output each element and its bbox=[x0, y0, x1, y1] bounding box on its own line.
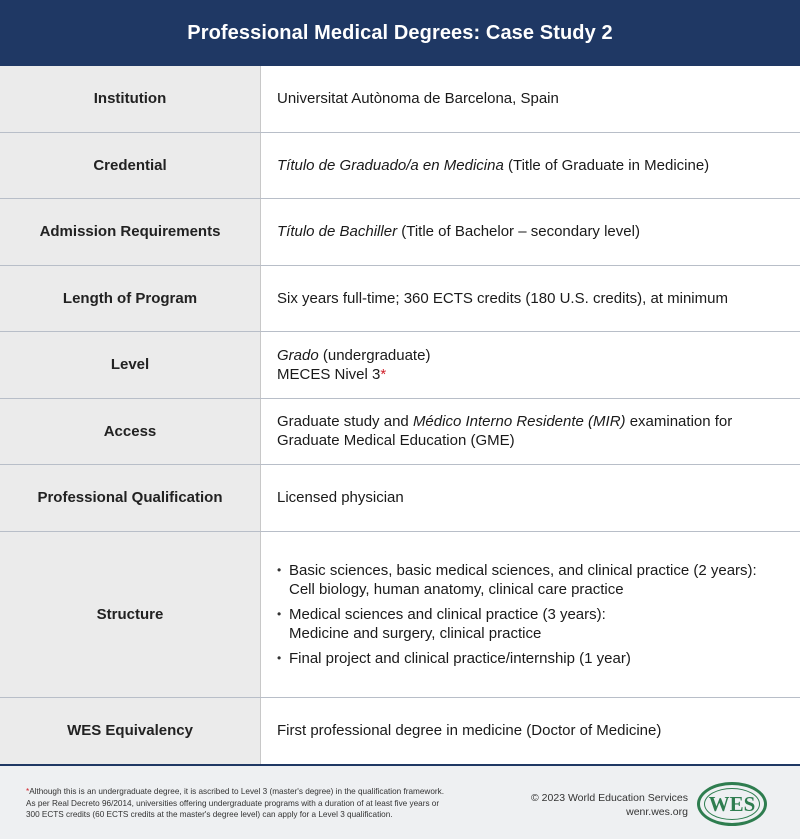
level-italic: Grado bbox=[277, 346, 319, 364]
table-row-admission: Admission Requirements Título de Bachill… bbox=[0, 199, 800, 266]
qualification-value: Licensed physician bbox=[277, 489, 404, 507]
access-italic: Médico Interno Residente (MIR) bbox=[412, 413, 626, 431]
row-value: Título de Graduado/a en Medicina (Title … bbox=[261, 133, 800, 199]
admission-italic: Título de Bachiller bbox=[277, 223, 398, 241]
row-label: Structure bbox=[0, 531, 261, 697]
equivalency-value: First professional degree in medicine (D… bbox=[277, 722, 662, 739]
row-label: Institution bbox=[0, 66, 261, 132]
length-value: Six years full-time; 360 ECTS credits (1… bbox=[277, 289, 728, 307]
institution-value: Universitat Autònoma de Barcelona, Spain bbox=[277, 90, 559, 108]
structure-list: Basic sciences, basic medical sciences, … bbox=[277, 555, 786, 674]
row-value: Título de Bachiller (Title of Bachelor –… bbox=[261, 199, 800, 265]
row-value: Universitat Autònoma de Barcelona, Spain bbox=[261, 66, 800, 132]
row-value: Grado (undergraduate) MECES Nivel 3* bbox=[261, 332, 800, 398]
list-item: Final project and clinical practice/inte… bbox=[277, 649, 786, 668]
footnote-asterisk: * bbox=[26, 787, 30, 796]
table-row-credential: Credential Título de Graduado/a en Medic… bbox=[0, 132, 800, 199]
table-row-level: Level Grado (undergraduate) MECES Nivel … bbox=[0, 332, 800, 399]
credential-italic: Título de Graduado/a en Medicina bbox=[277, 156, 504, 174]
page-footer: *Although this is an undergraduate degre… bbox=[0, 764, 800, 839]
table-row-access: Access Graduate study and Médico Interno… bbox=[0, 398, 800, 465]
footnote: *Although this is an undergraduate degre… bbox=[26, 787, 444, 819]
footnote-asterisk: * bbox=[380, 365, 387, 383]
copyright-text: © 2023 World Education Services bbox=[531, 792, 688, 804]
copyright-block: © 2023 World Education Services wenr.wes… bbox=[531, 791, 688, 819]
admission-rest: (Title of Bachelor – secondary level) bbox=[397, 223, 640, 241]
row-value: Graduate study and Médico Interno Reside… bbox=[261, 399, 800, 465]
wes-logo: WES bbox=[697, 782, 767, 826]
table-row-equivalency: WES Equivalency First professional degre… bbox=[0, 697, 800, 765]
list-item: Medical sciences and clinical practice (… bbox=[277, 605, 786, 643]
row-value: Basic sciences, basic medical sciences, … bbox=[261, 532, 800, 697]
access-end: examination for Graduate Medical Educati… bbox=[277, 413, 733, 450]
level-line2: MECES Nivel 3 bbox=[277, 365, 381, 383]
credential-rest: (Title of Graduate in Medicine) bbox=[503, 156, 710, 174]
row-label: Access bbox=[0, 398, 261, 464]
row-value: First professional degree in medicine (D… bbox=[261, 698, 800, 764]
site-url[interactable]: wenr.wes.org bbox=[626, 806, 688, 818]
table-row-length: Length of Program Six years full-time; 3… bbox=[0, 265, 800, 332]
level-rest: (undergraduate) bbox=[318, 346, 431, 364]
table-row-structure: Structure Basic sciences, basic medical … bbox=[0, 531, 800, 698]
row-label: WES Equivalency bbox=[0, 697, 261, 764]
list-item: Basic sciences, basic medical sciences, … bbox=[277, 561, 786, 599]
access-start: Graduate study and bbox=[277, 413, 413, 431]
table-row-qualification: Professional Qualification Licensed phys… bbox=[0, 465, 800, 532]
table-row-institution: Institution Universitat Autònoma de Barc… bbox=[0, 66, 800, 133]
row-label: Level bbox=[0, 332, 261, 398]
row-label: Professional Qualification bbox=[0, 465, 261, 531]
row-value: Six years full-time; 360 ECTS credits (1… bbox=[261, 266, 800, 332]
row-label: Length of Program bbox=[0, 265, 261, 331]
row-label: Admission Requirements bbox=[0, 199, 261, 265]
row-label: Credential bbox=[0, 132, 261, 198]
page-title: Professional Medical Degrees: Case Study… bbox=[0, 0, 800, 66]
row-value: Licensed physician bbox=[261, 465, 800, 531]
case-study-table: Institution Universitat Autònoma de Barc… bbox=[0, 66, 800, 765]
